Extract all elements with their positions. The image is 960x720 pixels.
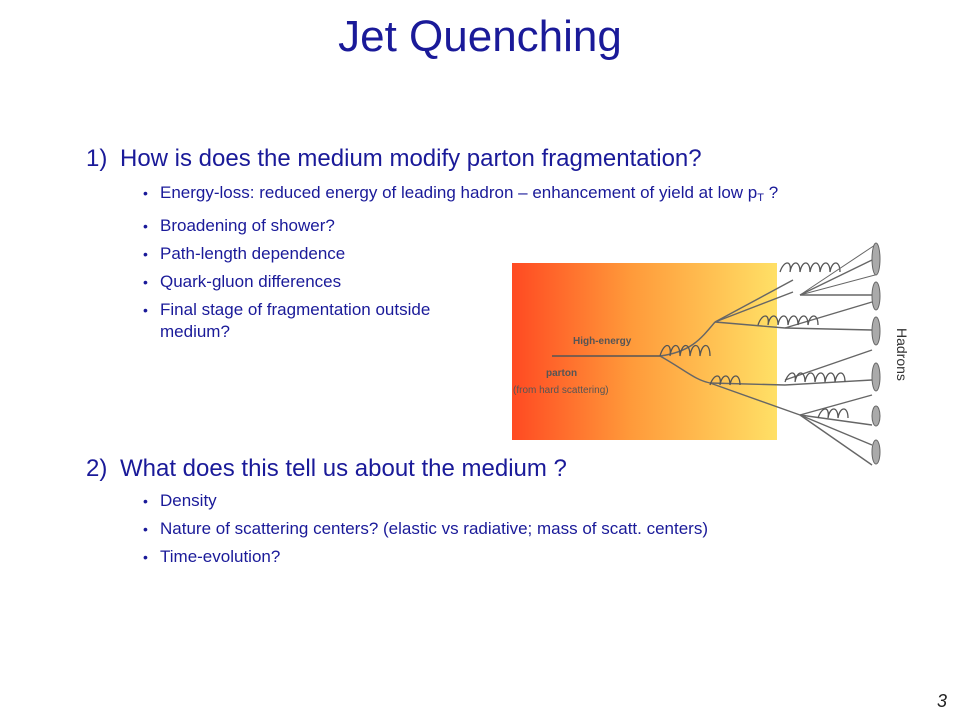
question-1-number: 1) bbox=[86, 145, 108, 172]
bullet-broadening: Broadening of shower? bbox=[143, 215, 863, 237]
bullet-path-length: Path-length dependence bbox=[143, 243, 863, 265]
subscript-t: T bbox=[757, 192, 765, 204]
label-high-energy: High-energy bbox=[573, 336, 632, 347]
question-1-bullets: Energy-loss: reduced energy of leading h… bbox=[143, 182, 863, 349]
label-hadrons: Hadrons bbox=[894, 328, 910, 381]
question-1-text: How is does the medium modify parton fra… bbox=[120, 145, 702, 172]
bullet-scattering-centers: Nature of scattering centers? (elastic v… bbox=[143, 518, 903, 540]
question-2-number: 2) bbox=[86, 455, 108, 482]
jet-quenching-diagram: High-energy parton (from hard scattering… bbox=[512, 242, 910, 466]
bullet-energy-loss: Energy-loss: reduced energy of leading h… bbox=[143, 182, 863, 209]
slide-title: Jet Quenching bbox=[338, 12, 622, 61]
shower-lines bbox=[659, 259, 873, 466]
label-parton: parton bbox=[546, 368, 577, 379]
question-2: 2) What does this tell us about the mediu… bbox=[86, 455, 567, 483]
question-2-text: What does this tell us about the medium … bbox=[120, 455, 567, 482]
page-number: 3 bbox=[936, 691, 947, 711]
question-1: 1) How is does the medium modify parton f… bbox=[86, 145, 702, 173]
question-2-bullets: Density Nature of scattering centers? (e… bbox=[143, 490, 903, 574]
bullet-time-evolution: Time-evolution? bbox=[143, 546, 903, 568]
bullet-density: Density bbox=[143, 490, 903, 512]
medium-region bbox=[512, 263, 777, 440]
hadron-cones bbox=[799, 242, 881, 465]
gluon-curls bbox=[659, 262, 849, 419]
label-from-hard-scattering: (from hard scattering) bbox=[513, 385, 609, 396]
bullet-quark-gluon: Quark-gluon differences bbox=[143, 271, 863, 293]
bullet-final-stage: Final stage of fragmentation outside med… bbox=[143, 299, 450, 343]
